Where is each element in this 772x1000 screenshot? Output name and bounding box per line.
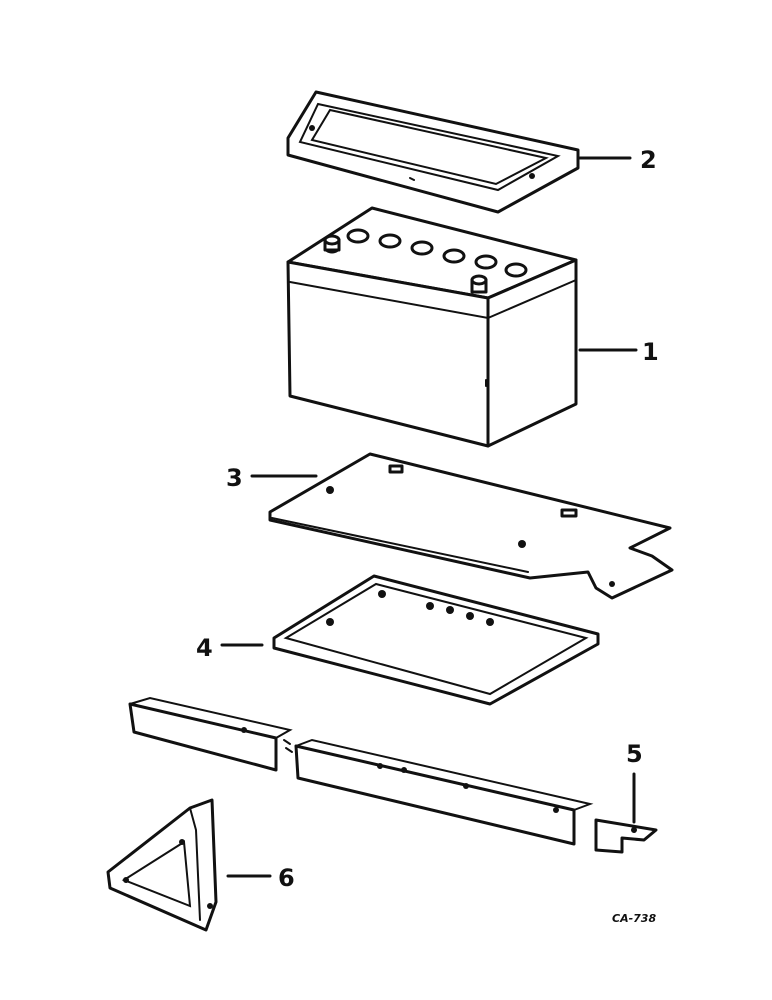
battery-caps: [323, 228, 528, 294]
callout-3: 3: [226, 464, 243, 492]
battery: [286, 206, 578, 448]
hold-down-frame: [286, 90, 580, 214]
leader-lines: [220, 156, 638, 878]
corner-bracket: [106, 798, 218, 932]
figure-code: CA-738: [612, 912, 656, 925]
callout-6: 6: [278, 864, 295, 892]
callout-4: 4: [196, 634, 213, 662]
callout-1: 1: [642, 338, 659, 366]
insulator-sheet: [268, 452, 674, 600]
callout-5: 5: [626, 740, 643, 768]
battery-tray: [272, 574, 600, 706]
support-bar: [128, 696, 658, 854]
callout-2: 2: [640, 146, 657, 174]
